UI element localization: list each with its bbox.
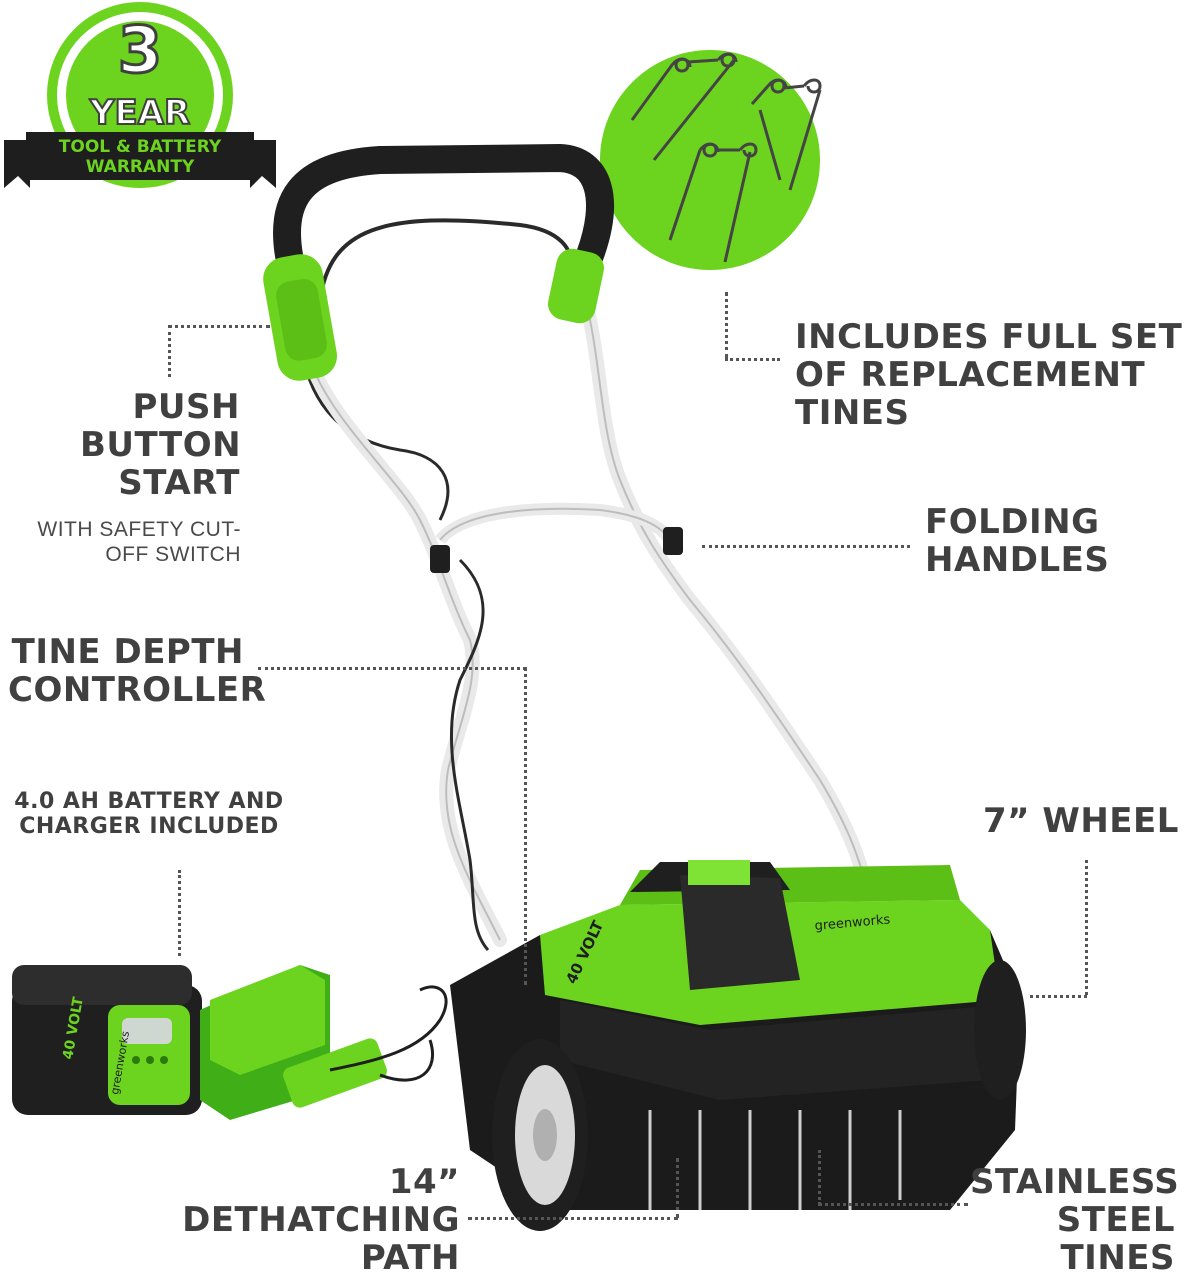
- badge-number: 3: [118, 14, 163, 88]
- front-wheel: [492, 1039, 588, 1231]
- leader-dethatching-h: [468, 1217, 678, 1220]
- warranty-badge: 3 YEAR TOOL & BATTERY WARRANTY: [4, 2, 276, 188]
- badge-ribbon-line1: TOOL & BATTERY: [59, 137, 222, 157]
- callout-push-button-sub: WITH SAFETY CUT-OFF SWITCH: [37, 518, 241, 567]
- battery-charger: [200, 965, 448, 1120]
- leader-push-button-h: [168, 325, 270, 328]
- deck-brand-text: greenworks: [814, 912, 891, 934]
- callout-stainless: STAINLESS STEEL TINES: [970, 1162, 1180, 1278]
- product-illustration: 3 YEAR TOOL & BATTERY WARRANTY: [4, 2, 1026, 1231]
- leader-tine-depth-h: [258, 667, 526, 670]
- callout-battery: 4.0 AH BATTERY AND CHARGER INCLUDED: [14, 789, 284, 839]
- leader-folding-h: [702, 545, 910, 548]
- leader-tines-v: [725, 292, 728, 358]
- leader-push-button-v: [168, 325, 171, 377]
- leader-battery-v: [178, 870, 181, 956]
- leader-dethatching-v: [676, 1158, 679, 1218]
- handle-assembly: [272, 143, 877, 952]
- leader-tines-h: [725, 358, 780, 361]
- callout-folding-handles: FOLDING HANDLES: [925, 502, 1110, 581]
- leader-tine-depth-v: [524, 667, 527, 985]
- callout-wheel: 7” WHEEL: [983, 801, 1179, 841]
- leader-stainless-h: [818, 1203, 968, 1206]
- leader-wheel-h: [1030, 995, 1087, 998]
- leader-wheel-v: [1085, 860, 1088, 995]
- badge-ribbon-line2: WARRANTY: [86, 157, 195, 177]
- callout-dethatching: 14” DETHATCHING PATH: [182, 1162, 460, 1278]
- handle-grips: [263, 248, 604, 381]
- callout-tine-depth: TINE DEPTH CONTROLLER: [8, 632, 267, 711]
- callout-replacement-tines: INCLUDES FULL SET OF REPLACEMENT TINES: [795, 317, 1183, 434]
- badge-year: YEAR: [89, 93, 190, 133]
- replacement-tines-image: [600, 50, 822, 270]
- rear-wheel: [974, 960, 1026, 1100]
- battery-pack: greenworks 40 VOLT: [12, 965, 202, 1115]
- callout-push-button-title: PUSH BUTTON START: [80, 387, 242, 504]
- leader-stainless-v: [818, 1150, 821, 1205]
- dethatcher-deck: greenworks 40 VOLT: [450, 860, 1020, 1210]
